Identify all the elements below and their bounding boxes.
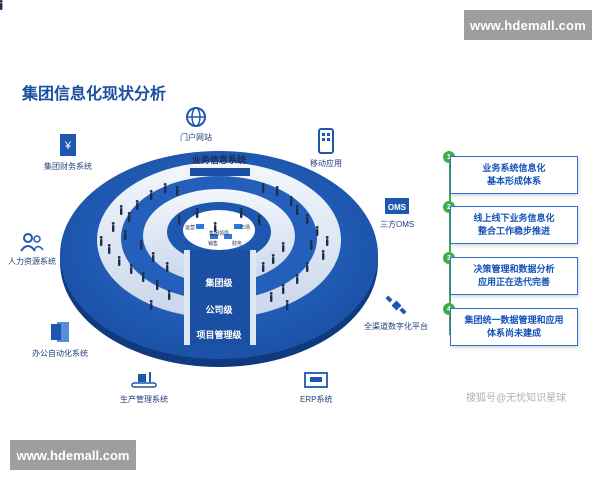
page-title: 集团信息化现状分析	[22, 86, 167, 103]
center-slab	[190, 250, 250, 345]
system-label: 门户网站	[180, 133, 212, 142]
system-label: 生产管理系统	[120, 395, 168, 404]
unit-label-leaders: 集团领导	[209, 230, 229, 237]
erp-screen-icon	[304, 372, 329, 388]
people-figures	[0, 0, 329, 310]
center-screens	[196, 224, 242, 239]
system-label: 集团财务系统	[44, 162, 92, 171]
unit-label-sales: 销售	[208, 240, 218, 247]
finding-line: 业务系统信息化	[482, 163, 546, 173]
globe-icon	[186, 107, 206, 127]
system-office: 办公自动化系统	[32, 320, 88, 359]
finding-line: 集团统一数据管理和应用	[464, 315, 564, 325]
system-finance: ¥ 集团财务系统	[44, 133, 92, 172]
findings-connector	[449, 160, 451, 335]
business-systems-label: 业务信息系统	[192, 154, 246, 165]
svg-text:¥: ¥	[64, 140, 72, 152]
unit-label-market: 市场	[240, 224, 250, 231]
system-omnichannel: 全渠道数字化平台	[364, 293, 428, 332]
oms-box-icon: OMS	[385, 198, 410, 214]
unit-label-ops: 运营	[185, 224, 195, 231]
people-icon	[20, 233, 44, 252]
ring-label-project: 项目管理级	[196, 329, 242, 340]
slab-edge-left	[184, 250, 190, 345]
system-production: 生产管理系统	[120, 370, 168, 405]
finding-line: 决策管理和数据分析	[473, 264, 555, 274]
slab-edge-right	[250, 250, 256, 345]
svg-text:OMS: OMS	[388, 203, 407, 212]
system-label: 办公自动化系统	[32, 349, 88, 358]
system-label: 全渠道数字化平台	[364, 322, 428, 331]
watermark-bottom: www.hdemall.com	[10, 440, 136, 470]
finding-line: 基本形成体系	[486, 176, 541, 186]
system-label: 三方OMS	[380, 220, 415, 229]
finding-card: 决策管理和数据分析应用正在迭代完善	[450, 257, 578, 295]
unit-label-finance: 财务	[232, 240, 242, 247]
finding-card: 业务系统信息化基本形成体系	[450, 156, 578, 194]
system-oms: OMS 三方OMS	[380, 197, 414, 230]
finding-line: 整合工作稳步推进	[477, 226, 550, 236]
finding-card: 线上线下业务信息化整合工作稳步推进	[450, 206, 578, 244]
finding-line: 应用正在迭代完善	[477, 277, 550, 287]
ring-label-group: 集团级	[204, 277, 233, 288]
watermark-top: www.hdemall.com	[464, 10, 592, 40]
finding-line: 体系尚未建成	[486, 328, 541, 338]
system-label: ERP系统	[300, 395, 333, 404]
finding-line: 线上线下业务信息化	[473, 213, 555, 223]
yen-document-icon: ¥	[60, 134, 76, 156]
system-mobile: 移动应用	[310, 128, 342, 169]
system-erp: ERP系统	[300, 372, 332, 405]
finding-card: 集团统一数据管理和应用体系尚未建成	[450, 308, 578, 346]
satellite-icon	[385, 295, 407, 315]
top-slab	[190, 168, 250, 176]
system-label: 移动应用	[310, 159, 342, 168]
system-label: 人力资源系统	[8, 257, 56, 266]
system-portal: 门户网站	[180, 106, 212, 143]
office-document-icon	[51, 322, 69, 342]
center-plaza	[183, 210, 255, 250]
ring-label-company: 公司级	[205, 304, 233, 315]
source-credit: 搜狐号@无忧知识星球	[466, 393, 567, 404]
system-hr: 人力资源系统	[8, 232, 56, 267]
factory-conveyor-icon	[131, 372, 157, 388]
mobile-app-icon	[318, 128, 334, 154]
